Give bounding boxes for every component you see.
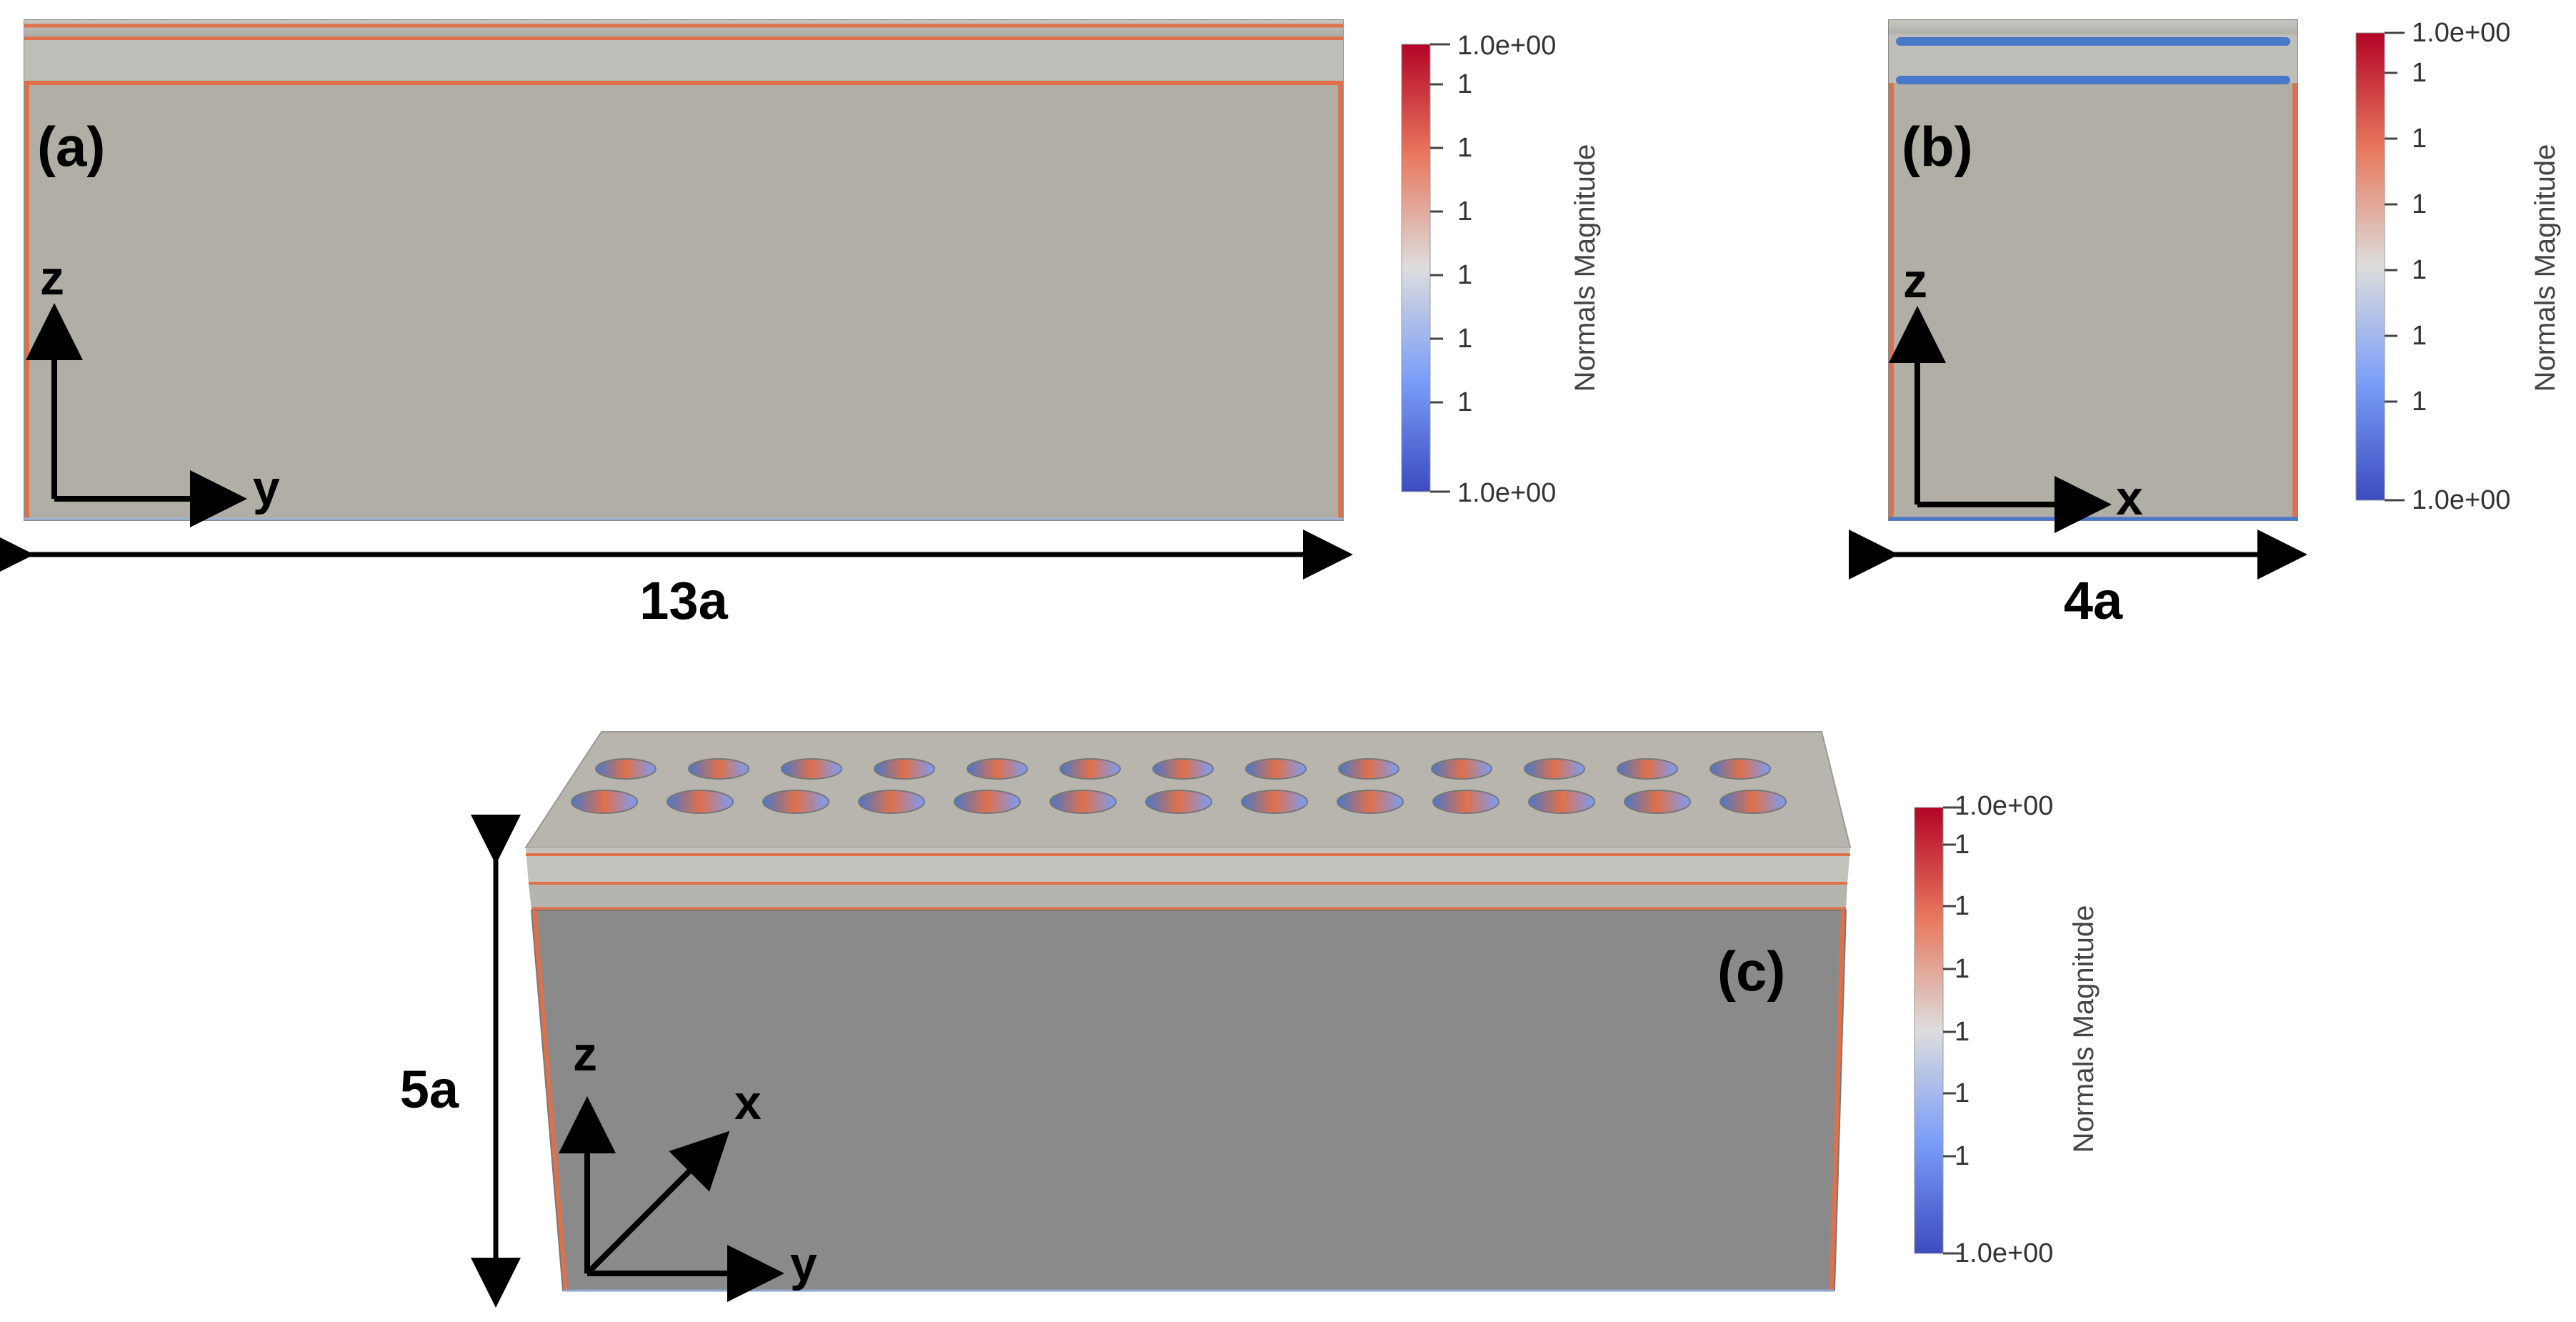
panel-a-box xyxy=(24,19,1344,521)
panel-b-axis-x: x xyxy=(2116,471,2143,525)
colorbar-a-tick-6: 1 xyxy=(1457,387,1472,417)
colorbar-c-tick-1: 1 xyxy=(1955,830,1970,860)
panel-b-label: (b) xyxy=(1902,115,1973,178)
colorbar-b-gradient xyxy=(2355,32,2385,501)
colorbar-a-title: Normals Magnitude xyxy=(1569,144,1601,392)
colorbar-b: 1.0e+00 1 1 1 1 1 1 1.0e+00 Normals Magn… xyxy=(2355,18,2561,515)
panel-a-axis-z: z xyxy=(40,251,64,305)
panel-c-axes xyxy=(559,1096,784,1302)
panel-a: (a) z y 13a xyxy=(0,19,1353,630)
colorbar-a-tick-3: 1 xyxy=(1457,197,1472,227)
colorbar-a-max: 1.0e+00 xyxy=(1457,31,1556,61)
panel-c-box xyxy=(524,731,1852,1292)
panel-a-dimension-label: 13a xyxy=(639,571,728,630)
panel-c-holes xyxy=(571,758,1787,814)
panel-a-axis-y: y xyxy=(253,461,280,515)
colorbar-c-tick-3: 1 xyxy=(1955,954,1970,984)
colorbar-b-tick-1: 1 xyxy=(2412,58,2427,88)
colorbar-a-tick-5: 1 xyxy=(1457,324,1472,354)
panel-b-axis-z: z xyxy=(1903,254,1927,308)
panel-c-axis-x: x xyxy=(734,1075,762,1130)
panel-a-label: (a) xyxy=(37,115,105,178)
colorbar-c-min: 1.0e+00 xyxy=(1955,1238,2053,1268)
panel-b: (b) z x 4a xyxy=(1849,19,2307,630)
panel-c: (c) z x y 5a xyxy=(400,731,1852,1308)
colorbar-a-tick-1: 1 xyxy=(1457,69,1472,99)
colorbar-c-tick-4: 1 xyxy=(1955,1017,1970,1047)
colorbar-b-tick-2: 1 xyxy=(2412,124,2427,154)
colorbar-c-tick-6: 1 xyxy=(1955,1141,1970,1171)
colorbar-b-max: 1.0e+00 xyxy=(2412,18,2510,48)
panel-c-label: (c) xyxy=(1717,940,1785,1003)
panel-c-axis-y: y xyxy=(790,1237,817,1291)
colorbar-b-title: Normals Magnitude xyxy=(2530,144,2561,392)
colorbar-b-min: 1.0e+00 xyxy=(2412,485,2510,515)
colorbar-a-gradient xyxy=(1401,44,1431,492)
panel-c-dimension-label: 5a xyxy=(400,1060,459,1119)
panel-b-axes xyxy=(1889,306,2112,533)
colorbar-c-gradient xyxy=(1914,807,1944,1254)
colorbar-c-tick-2: 1 xyxy=(1955,891,1970,921)
panel-c-axis-z: z xyxy=(573,1027,597,1081)
panel-a-axes xyxy=(25,303,247,527)
colorbar-c-tick-5: 1 xyxy=(1955,1078,1970,1108)
panel-b-dimension-label: 4a xyxy=(2064,571,2123,630)
colorbar-a-tick-2: 1 xyxy=(1457,133,1472,163)
colorbar-c: 1.0e+00 1 1 1 1 1 1 1.0e+00 Normals Magn… xyxy=(1914,791,2100,1268)
colorbar-b-tick-4: 1 xyxy=(2412,255,2427,285)
colorbar-a-tick-4: 1 xyxy=(1457,260,1472,290)
colorbar-a: 1.0e+00 1 1 1 1 1 1 1.0e+00 Normals Magn… xyxy=(1401,31,1601,508)
colorbar-c-max: 1.0e+00 xyxy=(1955,791,2053,821)
colorbar-b-tick-5: 1 xyxy=(2412,321,2427,351)
colorbar-b-tick-3: 1 xyxy=(2412,189,2427,219)
colorbar-c-title: Normals Magnitude xyxy=(2068,905,2100,1153)
panel-b-box xyxy=(1888,19,2298,521)
colorbar-a-min: 1.0e+00 xyxy=(1457,478,1556,508)
colorbar-b-tick-6: 1 xyxy=(2412,387,2427,417)
